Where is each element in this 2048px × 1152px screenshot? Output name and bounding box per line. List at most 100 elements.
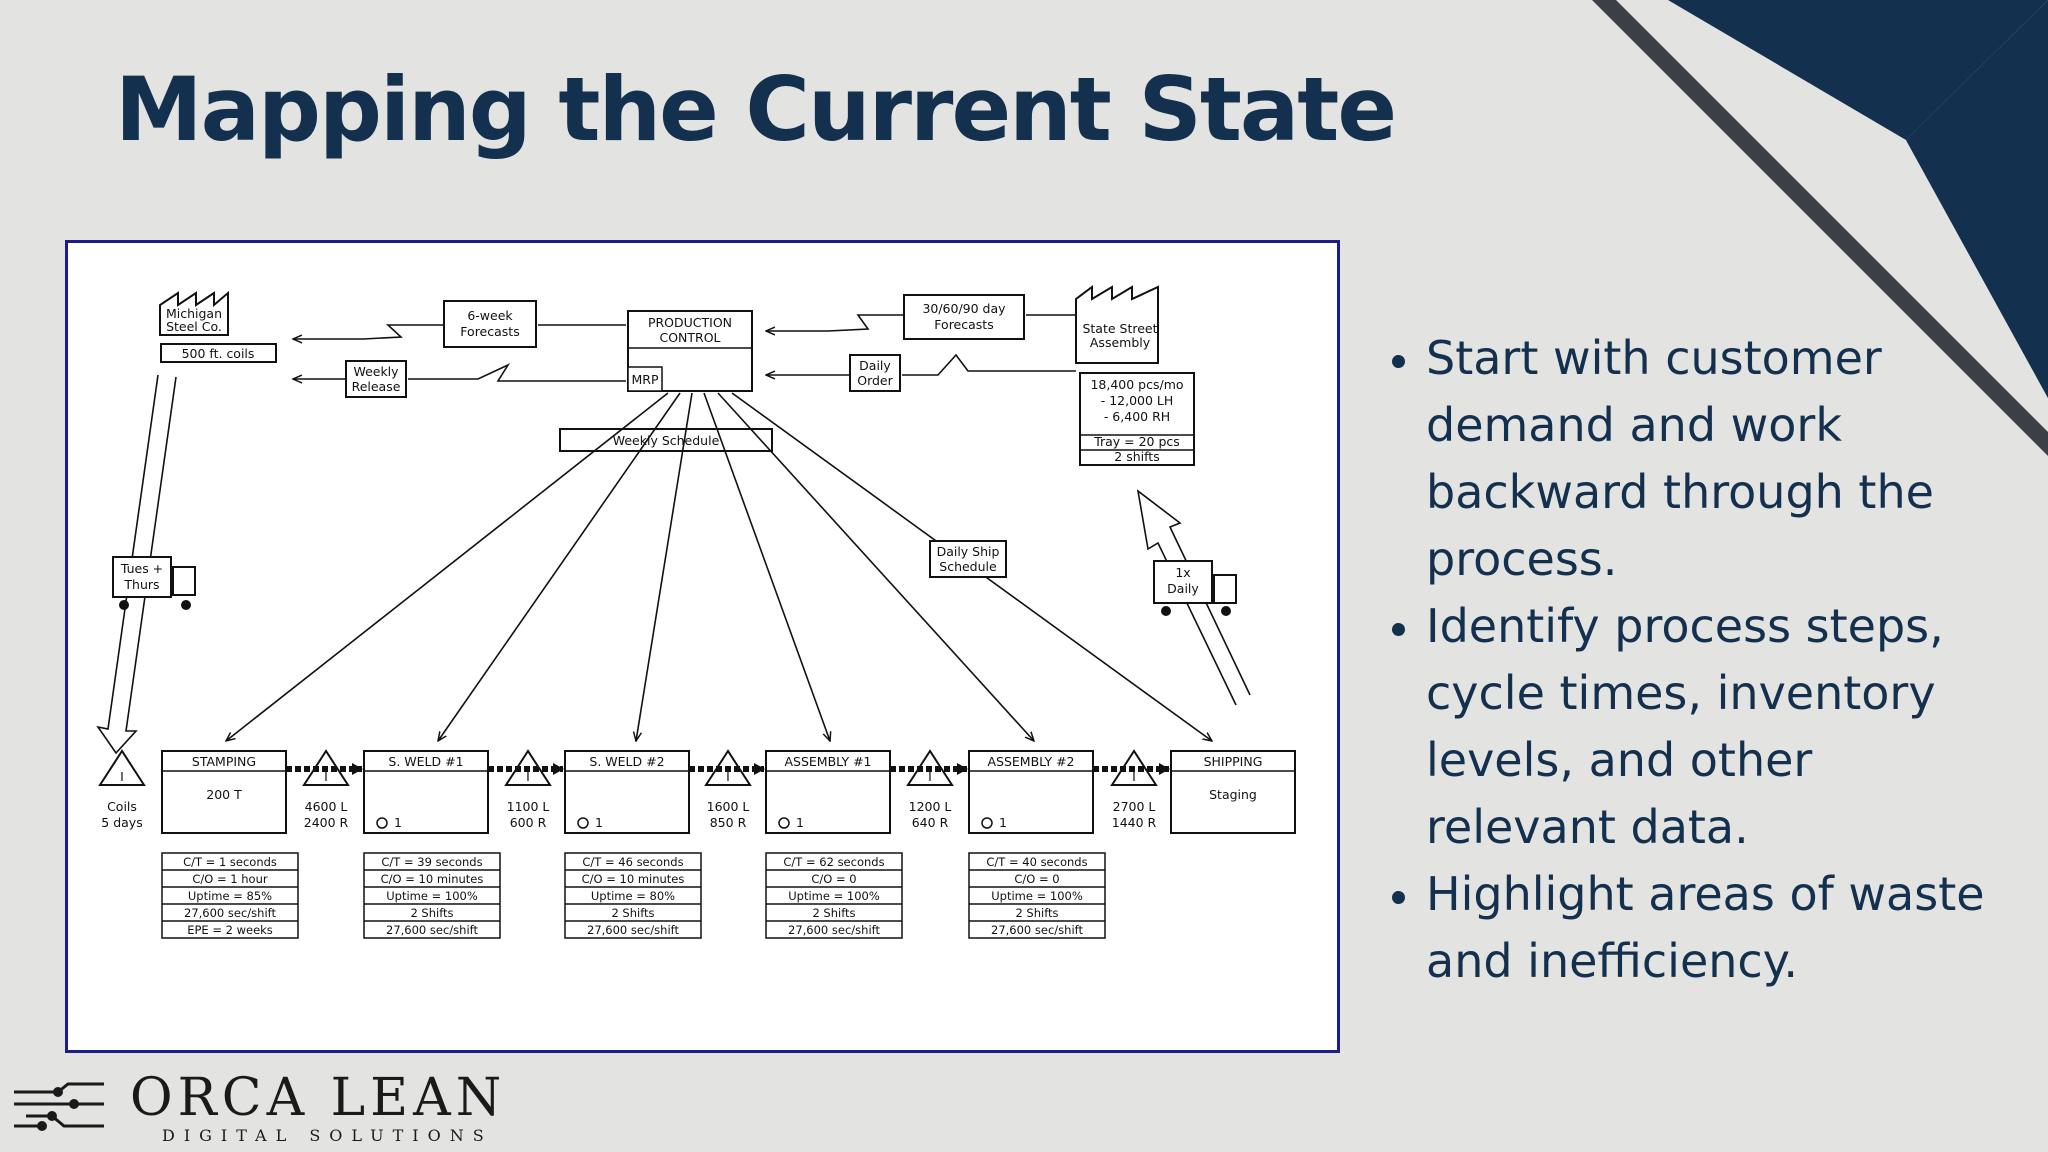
process-data-row: 2 Shifts xyxy=(812,906,855,920)
process-data-row: 27,600 sec/shift xyxy=(386,923,478,937)
bullet-item: Start with customer demand and work back… xyxy=(1392,325,2002,593)
inventory-quantity-line2: 2400 R xyxy=(304,815,349,830)
process-data-row: C/O = 10 minutes xyxy=(381,872,484,886)
forecast-6week-line1: 6-week xyxy=(467,308,513,323)
customer-name-line2: Assembly xyxy=(1090,335,1151,350)
inventory-quantity-line1: 2700 L xyxy=(1113,799,1156,814)
customer-demand-lh: - 12,000 LH xyxy=(1101,393,1174,408)
operator-count: 1 xyxy=(394,815,402,830)
inventory-symbol: I xyxy=(120,769,124,784)
process-data-row: 27,600 sec/shift xyxy=(788,923,880,937)
process-data-row: C/T = 39 seconds xyxy=(381,855,482,869)
process-name: SHIPPING xyxy=(1204,754,1263,769)
process-data-box xyxy=(564,852,702,939)
process-data-row: C/T = 40 seconds xyxy=(986,855,1087,869)
customer-data-box: 18,400 pcs/mo - 12,000 LH - 6,400 RH Tra… xyxy=(1079,372,1195,466)
inventory-symbol: I xyxy=(726,769,730,784)
customer-demand-rh: - 6,400 RH xyxy=(1104,409,1170,424)
customer-forecast-line2: Forecasts xyxy=(934,317,993,332)
supplier-name-line1: Michigan xyxy=(166,306,222,321)
customer-shifts: 2 shifts xyxy=(1114,449,1159,464)
process-name: S. WELD #2 xyxy=(589,754,664,769)
supplier-factory: Michigan Steel Co. xyxy=(159,290,229,336)
inbound-truck-line1: Tues + xyxy=(120,561,163,576)
process-data-row: EPE = 2 weeks xyxy=(187,923,273,937)
operator-count: 1 xyxy=(796,815,804,830)
process-data-row: C/T = 46 seconds xyxy=(582,855,683,869)
inventory-quantity-line1: 1200 L xyxy=(909,799,952,814)
inventory-quantity-line1: 4600 L xyxy=(305,799,348,814)
inventory-quantity-line1: Coils xyxy=(107,799,137,814)
process-data-row: C/O = 10 minutes xyxy=(582,872,685,886)
process-body: Staging xyxy=(1209,787,1257,802)
process-data-box xyxy=(161,852,299,939)
inventory-symbol: I xyxy=(324,769,328,784)
process-box xyxy=(1170,750,1296,834)
process-data-row: Uptime = 85% xyxy=(188,889,272,903)
daily-order-line1: Daily xyxy=(859,358,891,373)
process-data-row: 27,600 sec/shift xyxy=(184,906,276,920)
production-control-line2: CONTROL xyxy=(659,330,720,345)
process-data-row: C/T = 62 seconds xyxy=(783,855,884,869)
inventory-quantity-line2: 1440 R xyxy=(1112,815,1157,830)
process-name: ASSEMBLY #2 xyxy=(987,754,1074,769)
operator-count: 1 xyxy=(999,815,1007,830)
daily-ship-schedule-line2: Schedule xyxy=(939,559,997,574)
daily-order-line2: Order xyxy=(857,373,893,388)
weekly-release-line2: Release xyxy=(352,379,401,394)
process-data-row: Uptime = 100% xyxy=(386,889,478,903)
mrp-label: MRP xyxy=(631,372,658,387)
process-data-box xyxy=(765,852,903,939)
inventory-symbol: I xyxy=(928,769,932,784)
value-stream-map: Michigan Steel Co. 500 ft. coils State S… xyxy=(65,240,1340,1053)
production-control-line1: PRODUCTION xyxy=(648,315,732,330)
logo-tagline: DIGITAL SOLUTIONS xyxy=(162,1126,493,1145)
process-data-row: Uptime = 100% xyxy=(991,889,1083,903)
outbound-truck-icon: 1x Daily xyxy=(1153,560,1237,616)
process-data-box xyxy=(363,852,501,939)
process-data-row: 2 Shifts xyxy=(611,906,654,920)
process-data-row: 27,600 sec/shift xyxy=(991,923,1083,937)
process-data-row: C/O = 0 xyxy=(1014,872,1059,886)
daily-ship-schedule-line1: Daily Ship xyxy=(937,544,1000,559)
operator-icon xyxy=(778,817,790,829)
inbound-truck-line2: Thurs xyxy=(123,577,159,592)
customer-factory: State Street Assembly xyxy=(1075,285,1159,364)
production-control-box: PRODUCTION CONTROL MRP xyxy=(627,310,753,392)
weekly-release-line1: Weekly xyxy=(353,364,399,379)
orca-lean-logo: ORCA LEAN DIGITAL SOLUTIONS xyxy=(12,1068,512,1148)
process-data-box xyxy=(968,852,1106,939)
process-data-row: C/O = 0 xyxy=(811,872,856,886)
process-data-row: Uptime = 80% xyxy=(591,889,675,903)
gray-stripe xyxy=(1592,0,2048,456)
supplier-name-line2: Steel Co. xyxy=(166,319,222,334)
process-name: STAMPING xyxy=(192,754,256,769)
operator-icon xyxy=(577,817,589,829)
customer-forecast-line1: 30/60/90 day xyxy=(922,301,1006,316)
process-data-row: 2 Shifts xyxy=(1015,906,1058,920)
circuit-lines-icon xyxy=(14,1082,104,1131)
process-data-row: 2 Shifts xyxy=(410,906,453,920)
process-box xyxy=(161,750,287,834)
inventory-quantity-line1: 1100 L xyxy=(507,799,550,814)
slide-title: Mapping the Current State xyxy=(115,58,1397,161)
outbound-shipment-arrow xyxy=(1136,489,1251,706)
weekly-schedule-label: Weekly Schedule xyxy=(613,433,720,448)
forecast-6week-line2: Forecasts xyxy=(460,324,519,339)
inventory-quantity-line2: 850 R xyxy=(710,815,747,830)
process-name: S. WELD #1 xyxy=(388,754,463,769)
logo-wordmark: ORCA LEAN xyxy=(130,1068,507,1128)
customer-demand: 18,400 pcs/mo xyxy=(1090,377,1183,392)
outbound-truck-line2: Daily xyxy=(1167,581,1199,596)
customer-tray: Tray = 20 pcs xyxy=(1093,434,1180,449)
inventory-quantity-line2: 600 R xyxy=(510,815,547,830)
operator-count: 1 xyxy=(595,815,603,830)
inventory-quantity-line2: 5 days xyxy=(101,815,142,830)
operator-icon xyxy=(376,817,388,829)
outbound-truck-line1: 1x xyxy=(1175,565,1190,580)
inventory-quantity-line2: 640 R xyxy=(912,815,949,830)
inbound-truck-icon: Tues + Thurs xyxy=(112,556,196,610)
process-data-row: C/O = 1 hour xyxy=(192,872,267,886)
bullet-list: Start with customer demand and work back… xyxy=(1392,325,2002,995)
